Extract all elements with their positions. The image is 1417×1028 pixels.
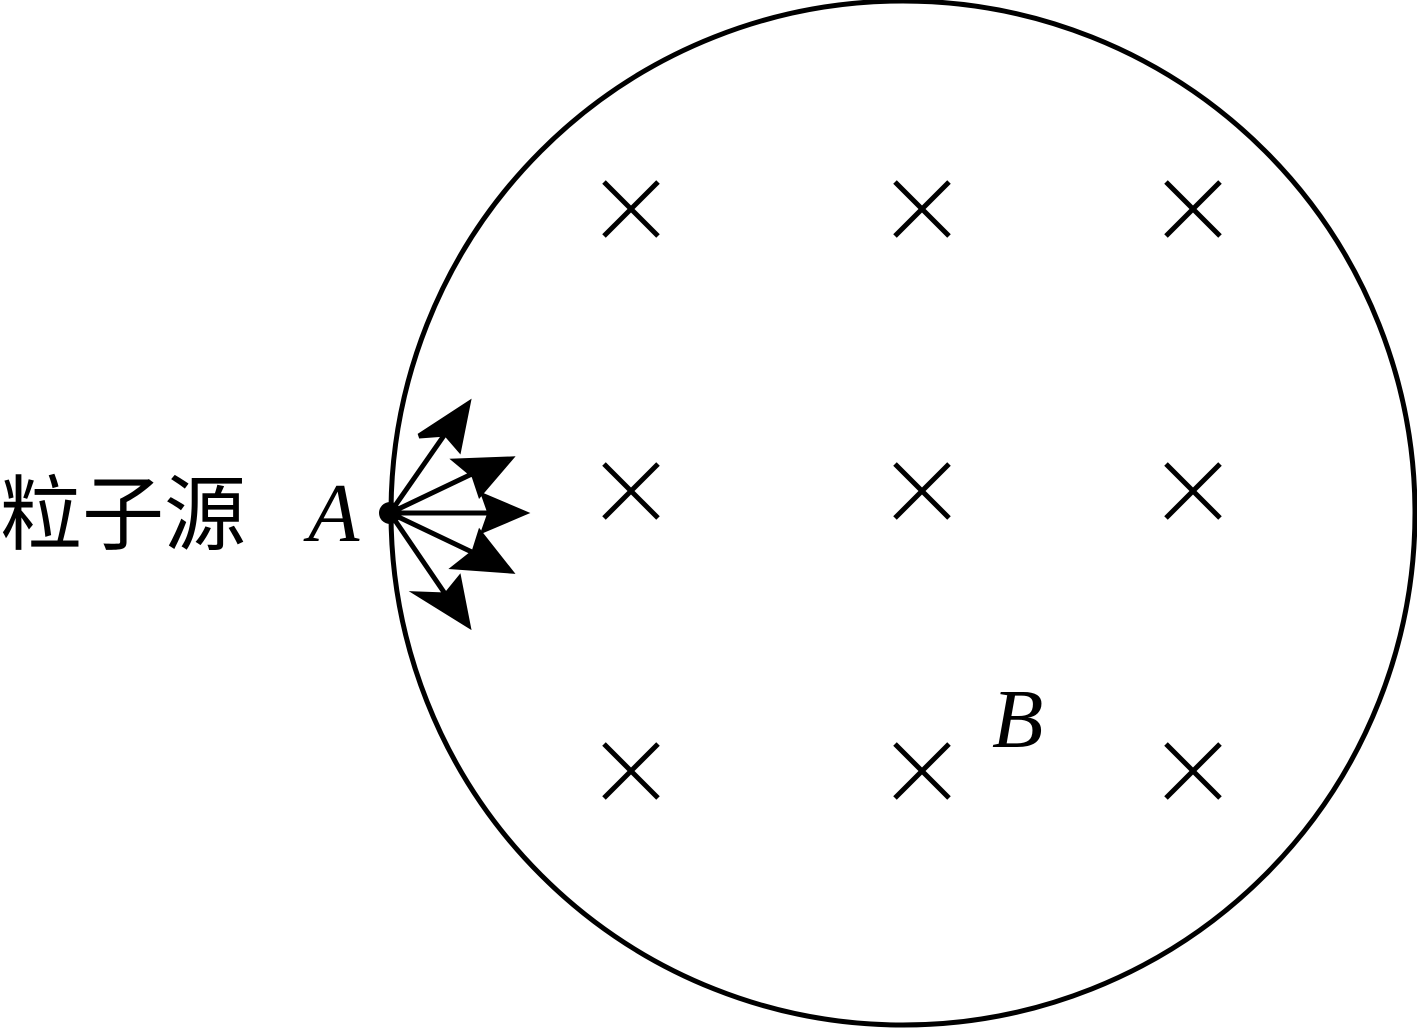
velocity-arrow-up-far xyxy=(387,398,472,515)
field-cross-marker xyxy=(602,742,660,800)
field-cross-marker xyxy=(893,180,951,238)
field-cross-marker xyxy=(893,742,951,800)
particle-source-label: 粒子源 xyxy=(0,468,246,563)
velocity-arrow-down-far xyxy=(387,511,472,631)
field-cross-marker xyxy=(1164,180,1222,238)
point-a-label: A xyxy=(303,467,360,560)
field-markers xyxy=(602,180,1222,800)
velocity-arrow-up-mid xyxy=(388,456,516,516)
velocity-arrow-straight xyxy=(390,491,531,535)
velocity-arrow-down-mid xyxy=(388,510,516,574)
field-cross-marker xyxy=(1164,742,1222,800)
velocity-arrows xyxy=(387,398,531,631)
particle-source-point xyxy=(379,502,401,524)
field-cross-marker xyxy=(1164,462,1222,520)
field-cross-marker xyxy=(602,180,660,238)
field-cross-marker xyxy=(602,462,660,520)
field-cross-marker xyxy=(893,462,951,520)
magnetic-field-b-label: B xyxy=(992,673,1043,766)
